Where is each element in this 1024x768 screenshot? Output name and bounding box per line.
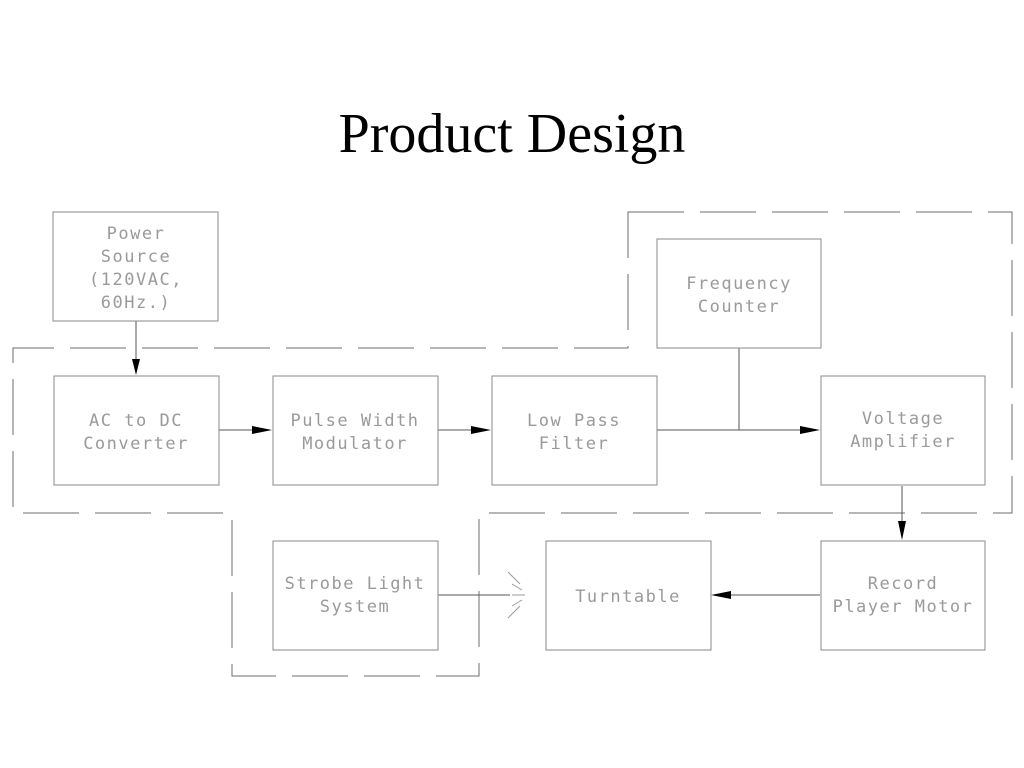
strobe-light-rays: [507, 571, 525, 619]
connections: [132, 321, 906, 599]
block-frequency-counter: Frequency Counter: [656, 238, 822, 349]
freq-line-2: Counter: [698, 297, 780, 317]
strobe-line-1: Strobe Light: [285, 574, 426, 594]
block-record-player-motor: Record Player Motor: [820, 540, 986, 651]
power-source-line-4: 60Hz.): [101, 293, 171, 313]
motor-line-2: Player Motor: [833, 597, 974, 617]
block-turntable: Turntable: [545, 540, 712, 651]
page-title: Product Design: [338, 103, 686, 165]
block-low-pass-filter: Low Pass Filter: [491, 375, 658, 486]
dashed-boundary-main: [12, 211, 1013, 677]
block-ac-dc-converter: AC to DC Converter: [53, 375, 220, 486]
lpf-line-2: Filter: [539, 434, 609, 454]
arrow-acdc-to-pwm: [252, 426, 272, 434]
pwm-line-1: Pulse Width: [290, 411, 419, 431]
block-strobe-light-system: Strobe Light System: [272, 540, 439, 651]
arrow-power-to-acdc: [132, 359, 140, 375]
freq-line-1: Frequency: [686, 274, 792, 294]
ac-dc-line-2: Converter: [83, 434, 189, 454]
arrow-amp-to-motor: [898, 521, 906, 540]
block-power-source: Power Source (120VAC, 60Hz.): [52, 211, 219, 322]
turntable-line-1: Turntable: [575, 587, 681, 607]
amp-line-2: Amplifier: [850, 432, 956, 452]
lpf-line-1: Low Pass: [527, 411, 621, 431]
ac-dc-line-1: AC to DC: [89, 411, 183, 431]
pwm-line-2: Modulator: [302, 434, 408, 454]
strobe-line-2: System: [320, 597, 390, 617]
arrow-lpf-to-amp: [800, 426, 820, 434]
block-voltage-amplifier: Voltage Amplifier: [820, 375, 986, 486]
amp-line-1: Voltage: [862, 409, 944, 429]
block-pulse-width-modulator: Pulse Width Modulator: [272, 375, 439, 486]
power-source-line-1: Power: [107, 224, 166, 244]
power-source-line-2: Source: [101, 247, 171, 267]
arrow-pwm-to-lpf: [471, 426, 491, 434]
arrow-motor-to-turntable: [711, 591, 731, 599]
power-source-line-3: (120VAC,: [89, 270, 183, 290]
motor-line-1: Record: [868, 574, 938, 594]
